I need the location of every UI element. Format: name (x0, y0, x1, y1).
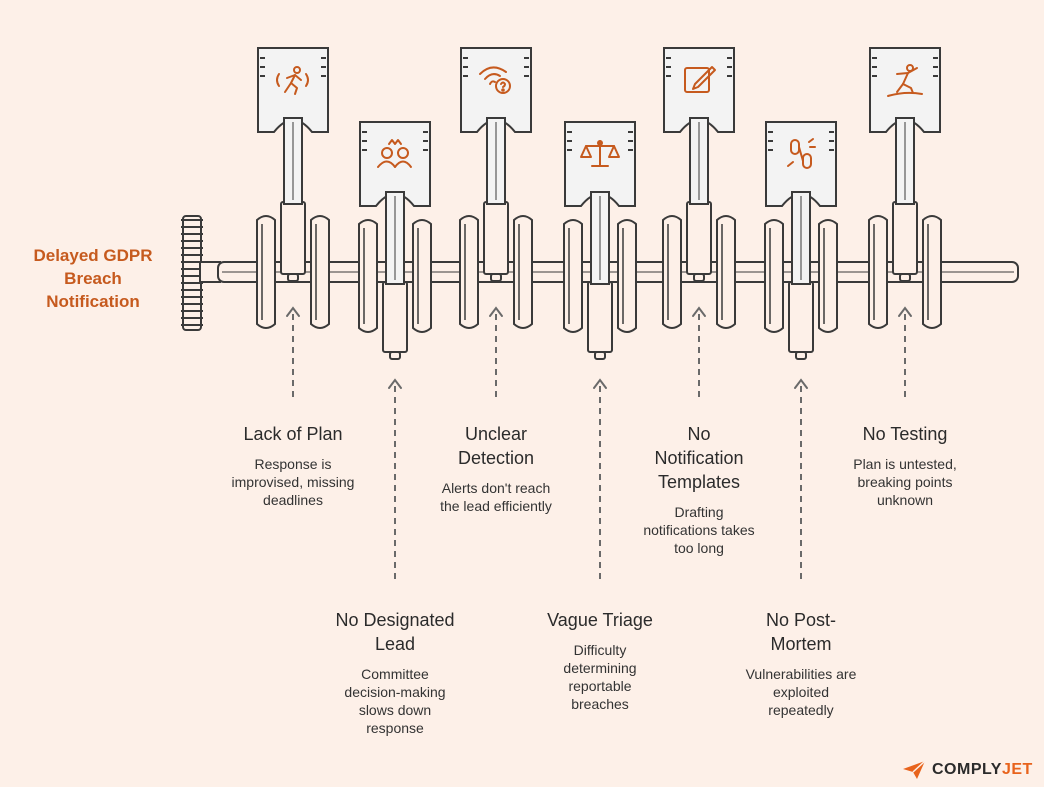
surfing-person-icon (887, 64, 923, 97)
crank-pin (892, 201, 918, 275)
brand-name: COMPLYJET (932, 761, 1033, 779)
gear (181, 215, 221, 331)
crank-pin-cap (795, 351, 807, 360)
wifi-question-icon (479, 66, 511, 94)
dashed-arrow (692, 306, 706, 398)
crank-pin-cap (899, 273, 911, 282)
dashed-arrow (898, 306, 912, 398)
crank-pin-cap (287, 273, 299, 282)
crank-pin (280, 201, 306, 275)
crank-pin-cap (594, 351, 606, 360)
crank-web (358, 219, 378, 333)
cause-title: No Notification Templates (654, 424, 744, 492)
diagram-title: Delayed GDPR Breach Notification (33, 246, 153, 311)
crank-pin-cap (490, 273, 502, 282)
piston (663, 47, 735, 205)
piston (359, 121, 431, 285)
arrows (286, 306, 912, 582)
crank-web (513, 215, 533, 329)
dashed-arrow (593, 378, 607, 582)
cause-title: No Post- Mortem (765, 610, 837, 654)
brand-name-accent: JET (1001, 761, 1033, 778)
crank-web (617, 219, 637, 333)
cause-description: Drafting notifications takes too long (643, 504, 755, 556)
piston (257, 47, 329, 205)
crank-pin-cap (693, 273, 705, 282)
crank-pin-cap (389, 351, 401, 360)
brand-logo: COMPLYJET (902, 758, 1033, 782)
dashed-arrow (794, 378, 808, 582)
crank-pin (587, 281, 613, 353)
crank-web (764, 219, 784, 333)
cause-title: Lack of Plan (243, 424, 343, 444)
crank-web (412, 219, 432, 333)
crank-web (459, 215, 479, 329)
cause-title: No Testing (862, 424, 948, 444)
crank-pin (686, 201, 712, 275)
paper-plane-icon (903, 760, 926, 779)
cause-description: Difficulty determining reportable breach… (563, 642, 637, 712)
crank-pin (483, 201, 509, 275)
piston (869, 47, 941, 205)
piston (564, 121, 636, 285)
broken-chain-icon (787, 138, 816, 169)
running-person-icon (276, 66, 309, 95)
brand-name-main: COMPLY (932, 761, 1002, 778)
edit-pencil-icon (684, 66, 716, 93)
cause-description: Response is improvised, missing deadline… (231, 456, 355, 508)
dashed-arrow (489, 306, 503, 398)
crank-web (256, 215, 276, 329)
cause-description: Committee decision-making slows down res… (344, 666, 446, 736)
crank-web (310, 215, 330, 329)
crank-web (716, 215, 736, 329)
cause-description: Vulnerabilities are exploited repeatedly (745, 666, 857, 718)
dashed-arrow (388, 378, 402, 582)
crank-web (662, 215, 682, 329)
cause-title: Unclear Detection (457, 424, 535, 468)
group-conflict-icon (377, 139, 412, 168)
cause-description: Alerts don't reach the lead efficiently (440, 480, 552, 514)
piston (765, 121, 837, 285)
cause-title: No Designated Lead (335, 610, 455, 654)
crank-pin (788, 281, 814, 353)
crankshaft (181, 201, 1019, 360)
crank-web (868, 215, 888, 329)
cause-title: Vague Triage (547, 610, 653, 630)
crank-web (922, 215, 942, 329)
dashed-arrow (286, 306, 300, 398)
pistons (257, 47, 941, 285)
balance-scale-icon (580, 140, 620, 167)
piston (460, 47, 532, 205)
crank-pin (382, 281, 408, 353)
cause-description: Plan is untested, breaking points unknow… (853, 456, 957, 508)
crank-web (563, 219, 583, 333)
crank-web (818, 219, 838, 333)
